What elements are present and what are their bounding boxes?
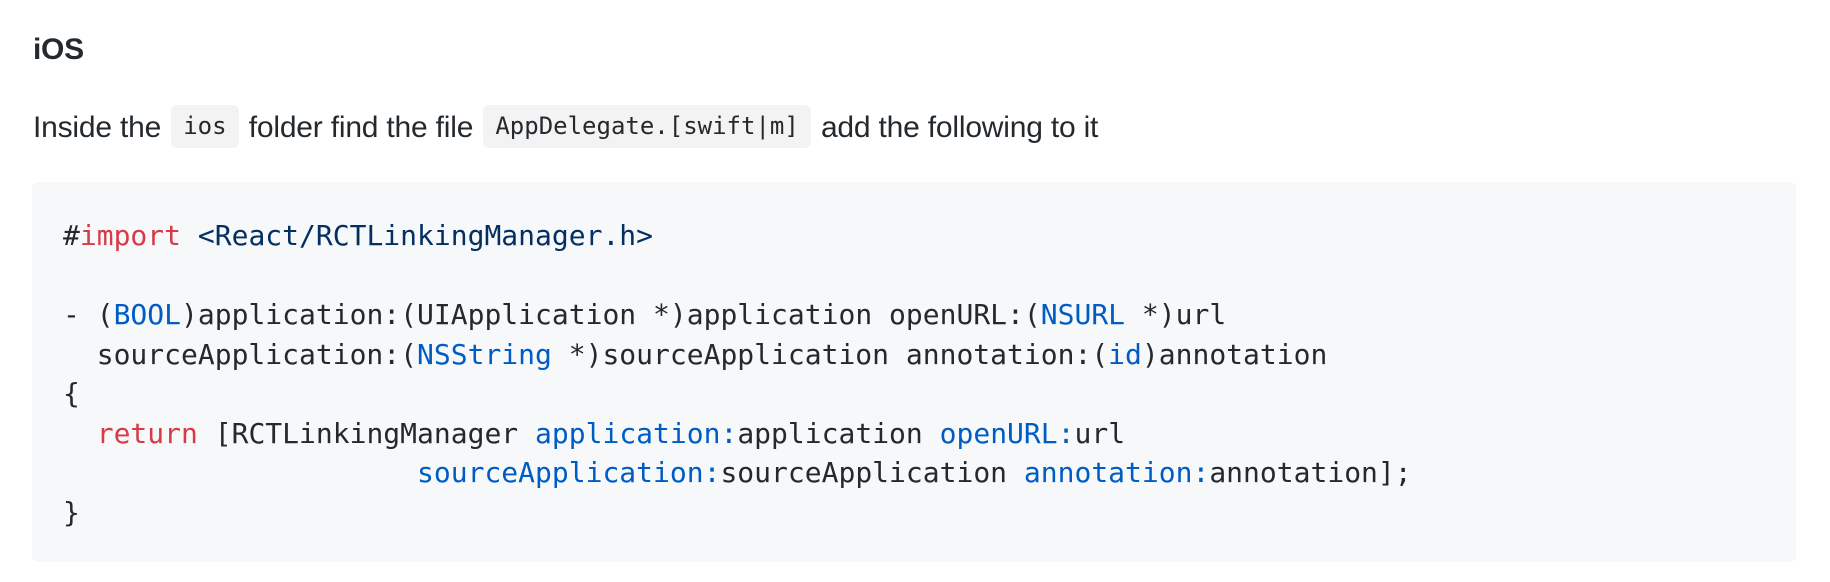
code-token-plain: )application:(UIApplication *)applicatio… xyxy=(181,298,1041,331)
code-token-plain: } xyxy=(63,495,80,529)
code-token-type: id xyxy=(1108,337,1142,371)
code-token-plain xyxy=(63,456,417,489)
code-line: #import <React/RCTLinkingManager.h> xyxy=(63,216,1765,256)
section-heading: iOS xyxy=(33,33,84,66)
code-line: } xyxy=(63,493,1765,533)
code-token-type: BOOL xyxy=(113,298,182,331)
code-token-plain: # xyxy=(63,219,80,252)
code-token-plain: *)sourceApplication annotation:( xyxy=(551,337,1109,371)
code-token-plain: application xyxy=(737,416,940,450)
code-token-type: NSString xyxy=(417,337,552,371)
code-token-keyword: return xyxy=(96,416,198,450)
code-token-type: NSURL xyxy=(1040,298,1126,331)
paragraph-text-before: Inside the xyxy=(33,111,162,144)
code-line: - (BOOL)application:(UIApplication *)app… xyxy=(63,295,1765,335)
code-token-selector: application: xyxy=(535,416,738,450)
instruction-paragraph: Inside the ios folder find the file AppD… xyxy=(33,105,1098,151)
code-token-plain: *)url xyxy=(1125,298,1227,331)
code-line xyxy=(63,256,1765,296)
code-token-plain: - ( xyxy=(63,298,114,331)
code-line: { xyxy=(63,374,1765,414)
code-line: sourceApplication:sourceApplication anno… xyxy=(63,453,1765,493)
code-content[interactable]: #import <React/RCTLinkingManager.h> - (B… xyxy=(63,216,1765,532)
code-token-selector: sourceApplication: xyxy=(417,456,721,489)
code-token-selector: openURL: xyxy=(939,416,1075,450)
inline-code-file: AppDelegate.[swift|m] xyxy=(483,105,811,148)
code-line: sourceApplication:(NSString *)sourceAppl… xyxy=(63,335,1765,375)
code-token-plain: sourceApplication xyxy=(720,456,1024,489)
code-token-selector: annotation: xyxy=(1023,456,1210,489)
code-line: return [RCTLinkingManager application:ap… xyxy=(63,414,1765,454)
code-token-plain xyxy=(181,219,198,252)
code-token-plain: [RCTLinkingManager xyxy=(197,416,536,450)
code-token-plain: annotation]; xyxy=(1209,456,1412,489)
code-token-plain xyxy=(63,417,97,450)
paragraph-text-middle: folder find the file xyxy=(248,111,474,144)
code-token-keyword: import xyxy=(79,219,182,252)
code-token-plain: { xyxy=(63,377,80,410)
inline-code-folder: ios xyxy=(171,105,239,148)
code-token-plain: )annotation xyxy=(1141,337,1328,371)
code-block[interactable]: #import <React/RCTLinkingManager.h> - (B… xyxy=(32,182,1796,562)
code-token-string: <React/RCTLinkingManager.h> xyxy=(197,219,654,252)
code-token-plain: url xyxy=(1074,416,1126,450)
code-token-plain: sourceApplication:( xyxy=(63,337,418,371)
paragraph-text-after: add the following to it xyxy=(820,111,1099,144)
